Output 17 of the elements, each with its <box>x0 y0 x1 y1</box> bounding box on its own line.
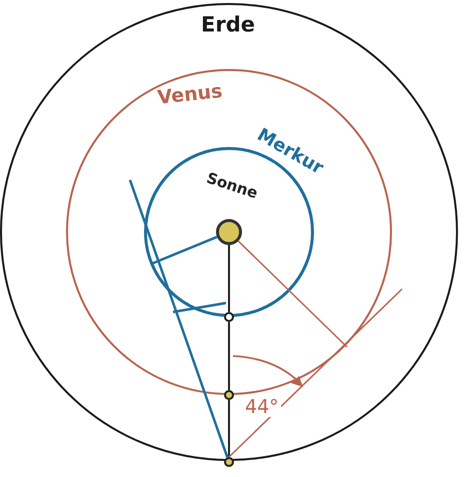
planet-dot <box>224 312 234 322</box>
connecting-line <box>228 322 230 390</box>
orbit-circle <box>66 69 392 395</box>
radius-line <box>172 302 226 314</box>
radius-line <box>238 240 348 348</box>
connecting-line <box>228 245 230 312</box>
sun-label: Sonne <box>204 170 260 202</box>
orbit-circle <box>0 3 458 461</box>
orbit-label: Venus <box>156 82 224 108</box>
radius-line <box>150 236 218 266</box>
planet-dot <box>224 390 234 400</box>
planet-dot <box>224 457 234 467</box>
orbit-label: Erde <box>201 14 255 36</box>
angle-label: 44° <box>243 398 281 417</box>
connecting-line <box>228 400 230 457</box>
radius-line <box>228 288 403 458</box>
tangent-line <box>128 180 229 458</box>
